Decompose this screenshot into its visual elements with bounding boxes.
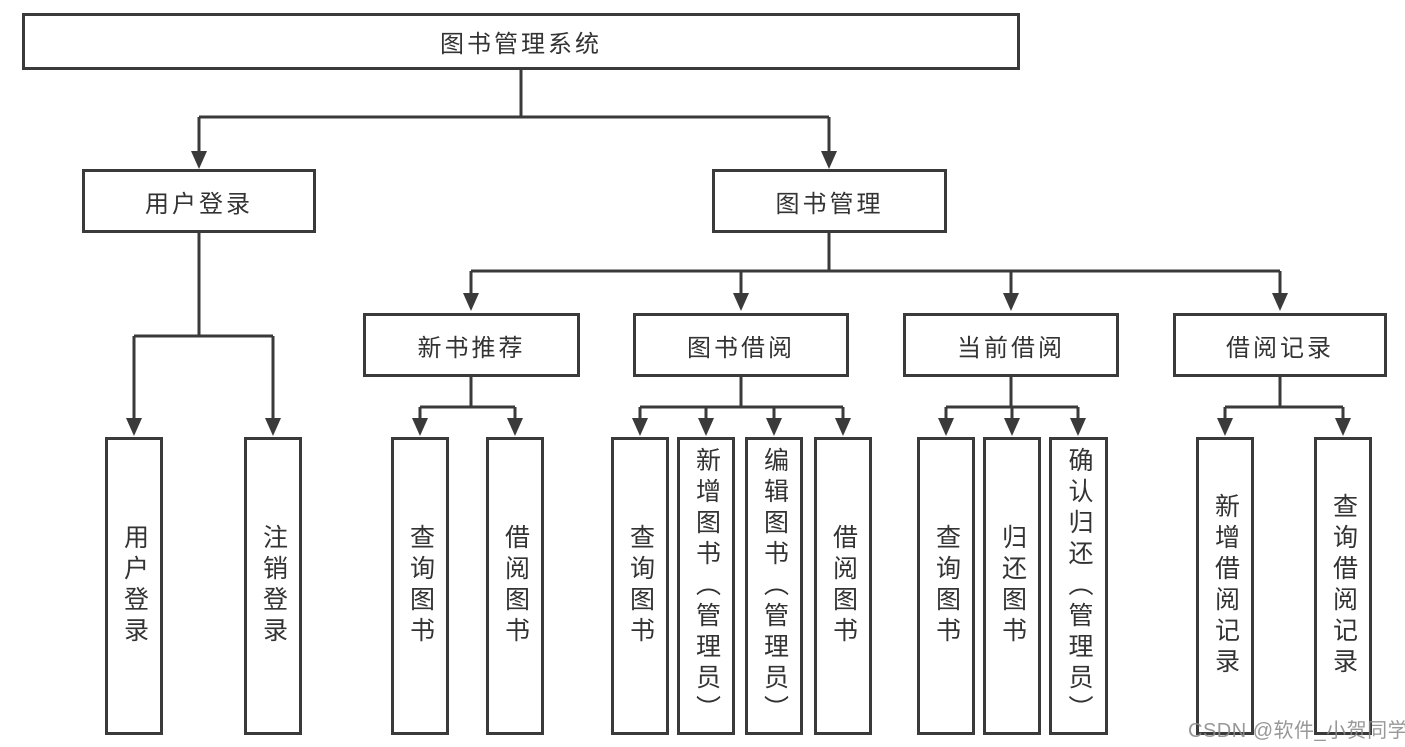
- arrowhead-down-icon: [1003, 293, 1019, 311]
- connector-line: [1223, 377, 1345, 428]
- node-label: 编辑图书（管理员）: [760, 446, 789, 726]
- arrowhead-down-icon: [821, 151, 837, 169]
- node-label: 图书借阅: [687, 334, 795, 362]
- node-label: 查询图书: [932, 524, 961, 648]
- node-label: 查询借阅记录: [1329, 493, 1358, 679]
- arrowhead-down-icon: [1070, 418, 1086, 436]
- connector-root-to-level2: [191, 70, 837, 169]
- arrowhead-down-icon: [766, 418, 782, 436]
- node-borrowing-records: 借阅记录: [1173, 313, 1387, 377]
- connector-userlogin-to-leaves: [126, 233, 281, 436]
- connector-line: [132, 233, 275, 428]
- connector-line: [469, 233, 1282, 304]
- connector-newbookrec-to-leaves: [412, 377, 523, 436]
- connector-currentborrow-to-leaves: [938, 377, 1086, 436]
- arrowhead-down-icon: [507, 418, 523, 436]
- arrowhead-down-icon: [938, 418, 954, 436]
- connector-records-to-leaves: [1217, 377, 1351, 436]
- node-label: 归还图书: [998, 524, 1027, 648]
- node-label: 确认归还（管理员）: [1065, 446, 1093, 726]
- node-root-system: 图书管理系统: [22, 13, 1020, 70]
- arrowhead-down-icon: [1335, 418, 1351, 436]
- connector-line: [944, 377, 1080, 428]
- connector-line: [197, 70, 831, 162]
- node-label: 新增借阅记录: [1211, 493, 1240, 679]
- connector-bookborrow-to-leaves: [632, 377, 851, 436]
- node-label: 借阅图书: [829, 524, 858, 648]
- leaf-edit-books-admin: 编辑图书（管理员）: [745, 437, 803, 735]
- node-new-book-recommend: 新书推荐: [363, 313, 580, 377]
- node-book-borrowing: 图书借阅: [633, 313, 849, 377]
- node-label: 用户登录: [145, 190, 253, 218]
- node-label: 用户登录: [120, 524, 149, 648]
- arrowhead-down-icon: [463, 293, 479, 311]
- node-label: 新书推荐: [417, 334, 526, 362]
- leaf-query-books-borrow: 查询图书: [611, 437, 669, 735]
- leaf-logout: 注销登录: [244, 437, 302, 735]
- leaf-query-books-newrec: 查询图书: [391, 437, 449, 735]
- leaf-confirm-return-admin: 确认归还（管理员）: [1049, 437, 1108, 735]
- node-label: 图书管理: [775, 190, 884, 218]
- node-label: 注销登录: [259, 524, 288, 648]
- node-user-login: 用户登录: [82, 169, 316, 233]
- arrowhead-down-icon: [412, 418, 428, 436]
- connector-bookmgmt-to-level3: [463, 233, 1288, 311]
- node-label: 借阅记录: [1226, 334, 1334, 362]
- arrowhead-down-icon: [191, 151, 207, 169]
- arrowhead-down-icon: [632, 418, 648, 436]
- arrowhead-down-icon: [733, 293, 749, 311]
- node-current-borrowing: 当前借阅: [903, 313, 1119, 377]
- leaf-borrow-books-newrec: 借阅图书: [486, 437, 544, 735]
- node-label: 查询图书: [626, 524, 655, 648]
- leaf-borrow-books-borrow: 借阅图书: [814, 437, 872, 735]
- csdn-watermark: CSDN @软件_小贺同学: [1188, 720, 1405, 742]
- node-label: 查询图书: [406, 524, 435, 648]
- arrowhead-down-icon: [698, 418, 714, 436]
- node-label: 图书管理系统: [440, 31, 602, 58]
- leaf-query-books-current: 查询图书: [917, 437, 975, 735]
- arrowhead-down-icon: [126, 418, 142, 436]
- connector-line: [638, 377, 845, 428]
- arrowhead-down-icon: [835, 418, 851, 436]
- leaf-query-borrow-record: 查询借阅记录: [1314, 437, 1372, 735]
- arrowhead-down-icon: [265, 418, 281, 436]
- leaf-add-borrow-record: 新增借阅记录: [1196, 437, 1254, 735]
- arrowhead-down-icon: [1217, 418, 1233, 436]
- node-label: 借阅图书: [501, 524, 530, 648]
- arrowhead-down-icon: [1004, 418, 1020, 436]
- connector-line: [418, 377, 517, 428]
- node-label: 新增图书（管理员）: [692, 446, 721, 726]
- leaf-add-books-admin: 新增图书（管理员）: [677, 437, 735, 735]
- arrowhead-down-icon: [1272, 293, 1288, 311]
- leaf-user-login: 用户登录: [105, 437, 163, 735]
- node-label: 当前借阅: [957, 334, 1065, 362]
- leaf-return-books: 归还图书: [983, 437, 1041, 735]
- node-book-management: 图书管理: [712, 169, 947, 233]
